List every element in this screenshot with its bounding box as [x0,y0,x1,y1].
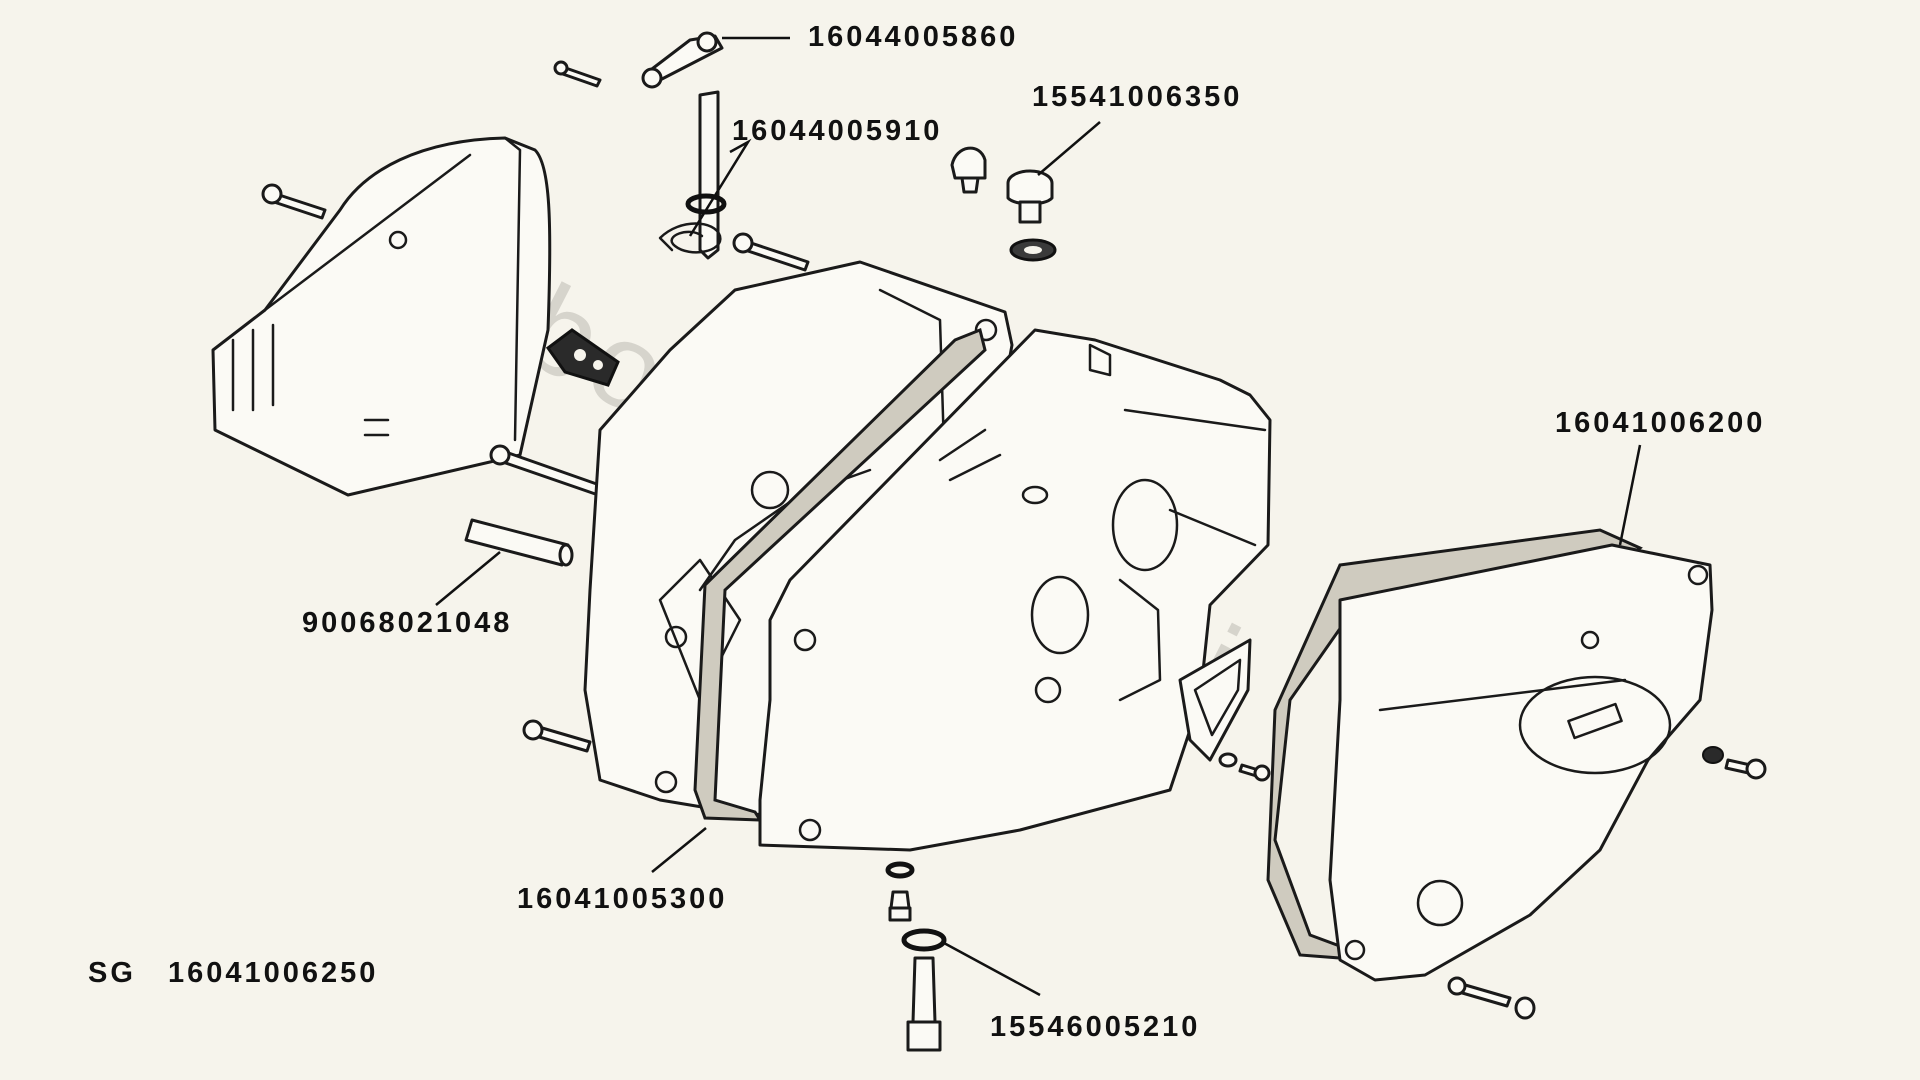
rubber-grommet [545,328,620,387]
cover-washer [1702,746,1724,764]
leader-p2 [688,138,752,237]
drain-plug [906,956,942,1052]
dowel-pin [464,518,574,567]
screw-right [1238,763,1271,782]
leader-p6 [651,827,707,873]
leader-p7 [943,941,1041,997]
cover-bolt-bottom [1447,976,1536,1020]
washer-right [1218,752,1238,768]
bolt-lower-left [522,719,592,753]
oil-filler-plug [1006,169,1054,224]
cover-screw [1724,758,1767,780]
label-15541006350: 15541006350 [1032,81,1242,113]
bottom-washer-small [885,861,915,879]
leader-p4 [1618,444,1642,546]
label-15546005210: 15546005210 [990,1011,1200,1043]
assembly-prefix: SG [88,957,136,989]
right-crankcase [758,328,1272,852]
small-cap [950,146,987,194]
label-90068021048: 90068021048 [302,607,512,639]
bolt-spring [732,232,810,272]
bottom-bolt-small [888,890,912,922]
right-clutch-cover [1328,543,1714,982]
bolt-top-left [261,183,327,220]
assembly-number: 16041006250 [168,957,378,989]
bolt-small-top [553,60,602,88]
leader-p3 [1037,121,1101,176]
filler-seal [1009,238,1057,262]
label-16041006200: 16041006200 [1555,407,1765,439]
drain-washer [901,928,947,952]
label-16044005910: 16044005910 [732,115,942,147]
label-16041005300: 16041005300 [517,883,727,915]
return-spring [658,222,722,254]
center-gasket [693,327,987,822]
left-side-cover [211,136,552,497]
label-16044005860: 16044005860 [808,21,1018,53]
leader-p5 [435,551,501,606]
inspection-cover [1178,638,1252,762]
bolt-mid-left [489,444,610,499]
